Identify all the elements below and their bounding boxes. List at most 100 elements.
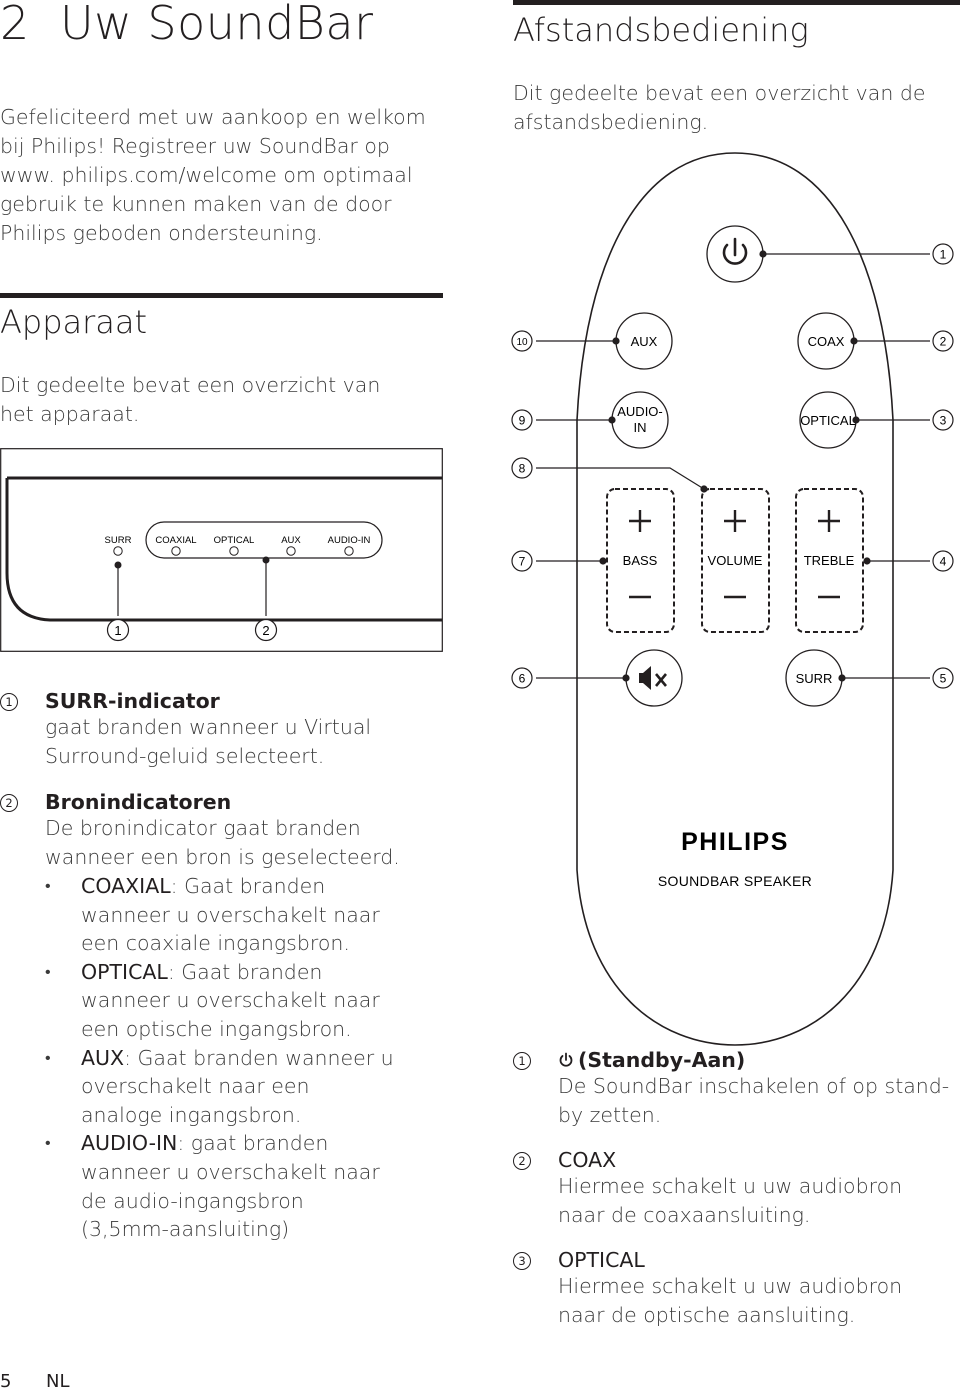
apparaat-rule <box>0 293 443 298</box>
chapter-title: Uw SoundBar <box>60 0 374 50</box>
device-panel-illustration: SURR COAXIAL OPTICAL AUX AUDIO-IN 1 2 <box>0 448 443 652</box>
callout-10 <box>511 330 533 352</box>
language-code: NL <box>46 1371 70 1392</box>
bullet-keyword: AUDIO-IN <box>81 1131 178 1156</box>
item-heading: SURR-indicator <box>45 689 220 713</box>
callout-3-label: 3 <box>940 414 947 428</box>
mute-icon <box>639 666 667 690</box>
apparaat-item-1: 1 SURR-indicator gaat branden wanneer u … <box>0 689 440 771</box>
apparaat-title: Apparaat <box>0 303 148 341</box>
item-body: Hiermee schakelt u uw audiobron naar de … <box>558 1274 903 1327</box>
callout-8 <box>511 457 533 479</box>
bullet-audio-in: AUDIO-IN: gaat branden wanneer u oversch… <box>45 1129 395 1243</box>
bullet-text: : Gaat branden wanneer u overschakelt na… <box>81 959 380 1041</box>
callout-2-label: 2 <box>940 335 947 349</box>
panel-label-aux: AUX <box>281 535 301 546</box>
callout-8-label: 8 <box>519 462 526 476</box>
panel-label-optical: OPTICAL <box>214 535 255 546</box>
remote-body <box>576 152 894 1046</box>
callout-2-label: 2 <box>262 623 269 638</box>
remote-item-2: 2 COAX Hiermee schakelt u uw audiobron n… <box>513 1148 953 1230</box>
item-number: 2 <box>513 1152 531 1170</box>
audio-in-label-1: AUDIO- <box>617 404 663 419</box>
item-body: De SoundBar inschakelen of op stand-by z… <box>558 1074 950 1127</box>
callout-1-label: 1 <box>940 248 947 262</box>
apparaat-item-2: 2 Bronindicatoren De bronindicator gaat … <box>0 790 440 1244</box>
volume-rocker <box>701 488 770 633</box>
item-heading: OPTICAL <box>558 1248 645 1272</box>
model-label: SOUNDBAR SPEAKER <box>658 873 812 889</box>
audio-in-label-2: IN <box>634 420 647 435</box>
item-body: De bronindicator gaat branden wanneer ee… <box>45 816 400 869</box>
remote-item-3: 3 OPTICAL Hiermee schakelt u uw audiobro… <box>513 1248 953 1330</box>
item-number: 1 <box>0 693 18 711</box>
bass-label: BASS <box>623 553 658 568</box>
panel-label-audio-in: AUDIO-IN <box>328 535 371 546</box>
callout-7-label: 7 <box>519 555 526 569</box>
remote-control-illustration: AUX COAX AUDIO- IN OPTICAL SURR BASS VOL… <box>511 152 954 1046</box>
item-heading: (Standby-Aan) <box>558 1048 953 1072</box>
led-aux <box>286 546 296 556</box>
callout-9 <box>511 409 533 431</box>
panel-label-coaxial: COAXIAL <box>155 535 196 546</box>
treble-rocker <box>795 488 864 633</box>
callout-4 <box>932 550 954 572</box>
led-audio-in <box>344 546 354 556</box>
plus-icon <box>724 510 746 532</box>
power-icon <box>722 237 748 265</box>
bullet-text: : Gaat branden wanneer u overschakelt na… <box>81 874 380 956</box>
bass-rocker <box>606 488 675 633</box>
item-number: 2 <box>0 794 18 812</box>
apparaat-description: Dit gedeelte bevat een overzicht van het… <box>0 373 381 426</box>
bullet-coaxial: COAXIAL: Gaat branden wanneer u overscha… <box>45 872 395 958</box>
callout-6 <box>511 667 533 689</box>
device-outline <box>5 478 442 622</box>
bullet-keyword: COAXIAL <box>81 874 171 898</box>
bullet-aux: AUX: Gaat branden wanneer u overschakelt… <box>45 1044 395 1130</box>
callout-1 <box>106 618 130 642</box>
surr-label: SURR <box>796 671 833 686</box>
bullet-text: : gaat branden wanneer u overschakelt na… <box>81 1131 380 1242</box>
callout-6-label: 6 <box>519 672 526 686</box>
optical-label: OPTICAL <box>800 413 856 428</box>
coax-label: COAX <box>808 334 845 349</box>
callout-1 <box>932 243 954 265</box>
mute-button <box>625 649 683 707</box>
panel-label-surr: SURR <box>105 535 132 546</box>
callout-9-label: 9 <box>519 414 526 428</box>
bullet-optical: OPTICAL: Gaat branden wanneer u overscha… <box>45 958 395 1044</box>
led-surr <box>113 546 123 556</box>
plus-icon <box>629 510 651 532</box>
remote-section-title: Afstandsbediening <box>513 11 809 49</box>
bullet-keyword: OPTICAL <box>81 959 168 984</box>
intro-paragraph: Gefeliciteerd met uw aankoop en welkom b… <box>0 105 426 245</box>
remote-section-description: Dit gedeelte bevat een overzicht van de … <box>513 81 926 134</box>
volume-label: VOLUME <box>708 553 763 568</box>
brand-logo: PHILIPS <box>681 828 789 856</box>
treble-label: TREBLE <box>804 553 855 568</box>
remote-section-rule <box>513 0 960 5</box>
item-heading: Bronindicatoren <box>45 790 232 814</box>
item-number: 3 <box>513 1252 531 1270</box>
callout-5 <box>932 667 954 689</box>
callout-4-label: 4 <box>940 555 947 569</box>
callout-7 <box>511 550 533 572</box>
led-coaxial <box>171 546 181 556</box>
remote-item-1: 1 (Standby-Aan) De SoundBar inschakelen … <box>513 1048 953 1130</box>
page-number: 5 <box>0 1371 12 1392</box>
source-bullet-list: COAXIAL: Gaat branden wanneer u overscha… <box>45 872 395 1244</box>
plus-icon <box>818 510 840 532</box>
power-icon <box>559 1052 573 1067</box>
item-heading-text: (Standby-Aan) <box>578 1048 746 1072</box>
item-heading: COAX <box>558 1148 617 1172</box>
callout-3 <box>932 409 954 431</box>
item-number: 1 <box>513 1052 531 1070</box>
callout-5-label: 5 <box>940 672 947 686</box>
aux-label: AUX <box>631 334 658 349</box>
item-body: Hiermee schakelt u uw audiobron naar de … <box>558 1174 903 1227</box>
callout-2 <box>932 330 954 352</box>
bullet-keyword: AUX <box>81 1045 125 1070</box>
led-optical <box>229 546 239 556</box>
callout-10-label: 10 <box>516 337 528 348</box>
